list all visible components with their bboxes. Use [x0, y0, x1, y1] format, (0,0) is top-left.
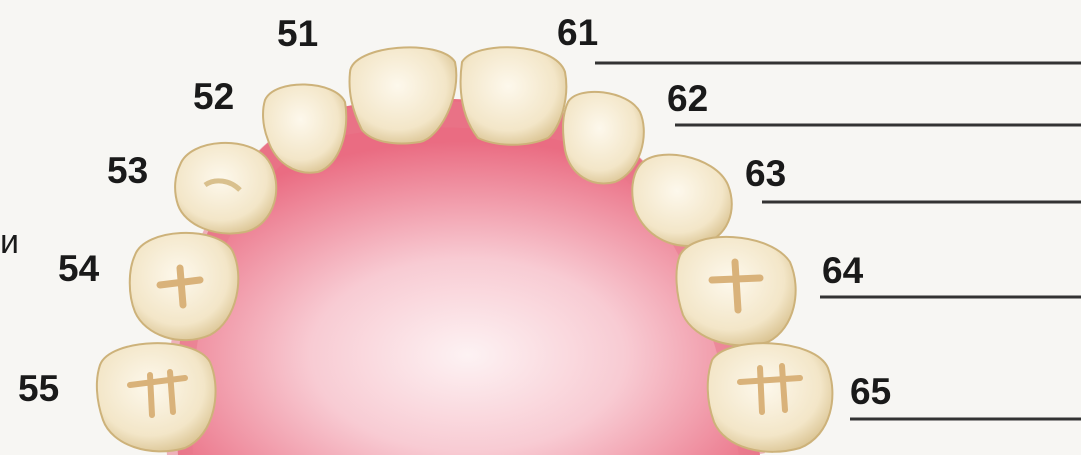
- label-tooth-61: 61: [557, 14, 598, 51]
- label-tooth-63: 63: [745, 155, 786, 192]
- label-tooth-53: 53: [107, 152, 148, 189]
- label-tooth-54: 54: [58, 250, 99, 287]
- edge-text-fragment: и: [0, 225, 19, 259]
- tooth-65: [708, 343, 833, 452]
- label-tooth-62: 62: [667, 80, 708, 117]
- tooth-54: [130, 233, 239, 340]
- tooth-53: [175, 143, 276, 234]
- label-tooth-65: 65: [850, 373, 891, 410]
- label-tooth-51: 51: [277, 15, 318, 52]
- tooth-55: [97, 343, 216, 451]
- tooth-61: [461, 47, 567, 145]
- label-tooth-55: 55: [18, 370, 59, 407]
- label-tooth-64: 64: [822, 252, 863, 289]
- tooth-64: [676, 237, 795, 346]
- tooth-62: [563, 92, 644, 184]
- label-tooth-52: 52: [193, 78, 234, 115]
